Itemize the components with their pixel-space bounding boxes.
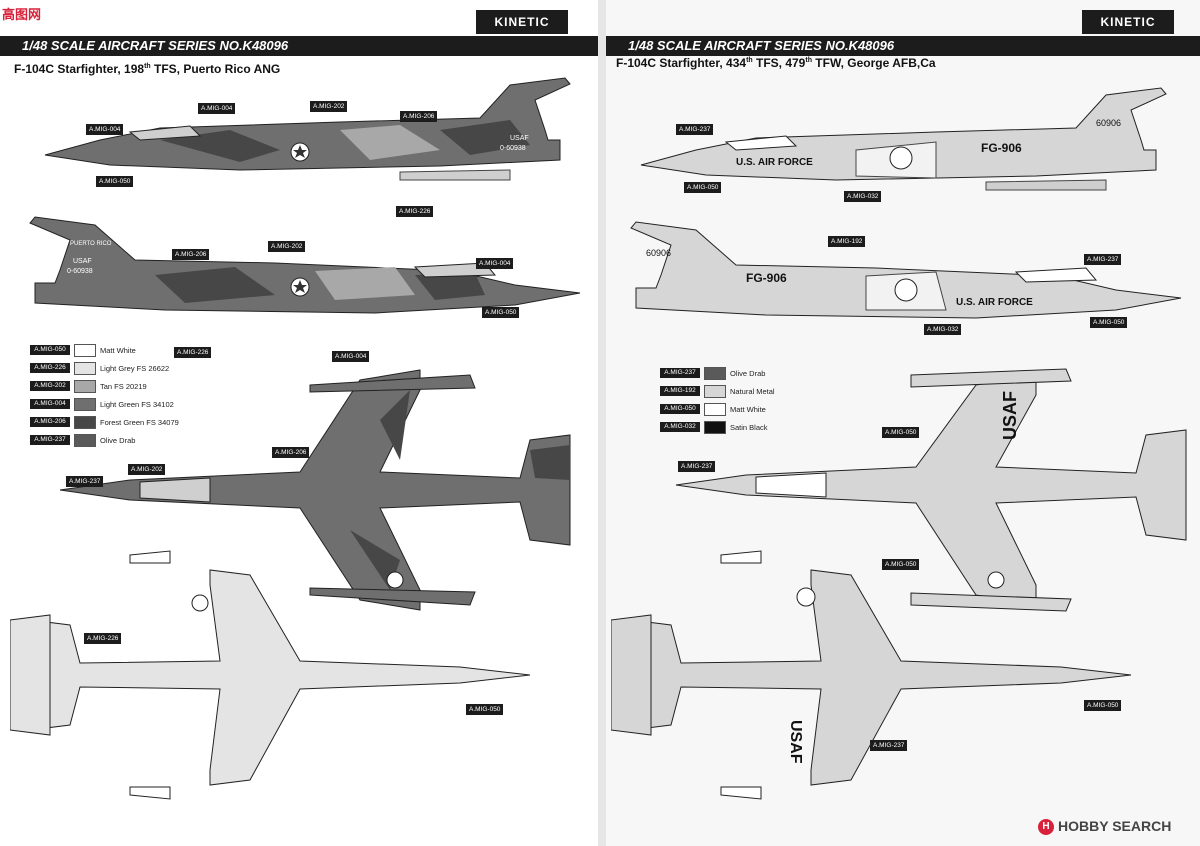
callout: A.MIG-226 [396,206,434,217]
left-profile-side-2: PUERTO RICO USAF 0-60938 [29,216,581,314]
svg-text:U.S. AIR FORCE: U.S. AIR FORCE [956,297,1033,308]
svg-text:U.S. AIR FORCE: U.S. AIR FORCE [736,157,813,168]
callout: A.MIG-226 [174,347,212,358]
callout: A.MIG-237 [678,461,716,472]
svg-text:USAF: USAF [510,135,529,142]
kinetic-logo: KINETIC [1082,10,1174,34]
callout: A.MIG-237 [1084,254,1122,265]
callout: A.MIG-050 [466,704,504,715]
hobby-search-logo-icon: H [1038,819,1054,836]
callout: A.MIG-050 [482,307,520,318]
svg-text:0-60938: 0-60938 [500,145,526,152]
callout: A.MIG-032 [924,324,962,335]
instruction-sheet-left: 高图网 KINETIC 1/48 SCALE AIRCRAFT SERIES N… [0,0,598,846]
callout: A.MIG-032 [844,191,882,202]
callout: A.MIG-237 [676,124,714,135]
right-planform-bottom: USAF [611,550,1132,800]
site-watermark: 高图网 [2,7,42,22]
callout: A.MIG-050 [882,427,920,438]
callout: A.MIG-202 [128,464,166,475]
callout: A.MIG-050 [1084,700,1122,711]
callout: A.MIG-202 [310,101,348,112]
page-header: 1/48 SCALE AIRCRAFT SERIES NO.K48096 [606,36,1200,56]
callout: A.MIG-206 [400,111,438,122]
svg-text:USAF: USAF [73,258,92,265]
callout: A.MIG-226 [84,633,122,644]
svg-text:FG-906: FG-906 [981,141,1022,155]
svg-text:USAF: USAF [787,720,804,764]
callout: A.MIG-004 [198,103,236,114]
left-profile-side-1: USAF 0-60938 [44,77,571,181]
svg-text:60906: 60906 [646,248,671,258]
svg-text:FG-906: FG-906 [746,271,787,285]
callout: A.MIG-237 [66,476,104,487]
right-profile-side-1: U.S. AIR FORCE FG-906 60906 [640,87,1167,191]
callout: A.MIG-206 [172,249,210,260]
right-planform-top: USAF [675,368,1187,612]
callout: A.MIG-004 [476,258,514,269]
svg-text:USAF: USAF [1000,391,1020,440]
instruction-sheet-right: KINETIC 1/48 SCALE AIRCRAFT SERIES NO.K4… [606,0,1200,846]
callout: A.MIG-202 [268,241,306,252]
callout: A.MIG-004 [332,351,370,362]
callout: A.MIG-050 [1090,317,1128,328]
svg-text:60906: 60906 [1096,118,1121,128]
right-profile-side-2: FG-906 U.S. AIR FORCE 60906 [630,221,1182,319]
callout: A.MIG-050 [684,182,722,193]
callout: A.MIG-237 [870,740,908,751]
callout: A.MIG-192 [828,236,866,247]
aircraft-title: F-104C Starfighter, 434th TFS, 479th TFW… [616,56,936,70]
left-planform-top [59,369,571,611]
callout: A.MIG-050 [96,176,134,187]
kinetic-logo: KINETIC [476,10,568,34]
page-gutter [598,0,606,846]
svg-text:0-60938: 0-60938 [67,268,93,275]
callout: A.MIG-050 [882,559,920,570]
callout: A.MIG-004 [86,124,124,135]
aircraft-title: F-104C Starfighter, 198th TFS, Puerto Ri… [14,62,281,76]
svg-text:PUERTO RICO: PUERTO RICO [70,241,112,247]
left-planform-bottom [10,550,531,800]
callout: A.MIG-206 [272,447,310,458]
page-header: 1/48 SCALE AIRCRAFT SERIES NO.K48096 [0,36,598,56]
